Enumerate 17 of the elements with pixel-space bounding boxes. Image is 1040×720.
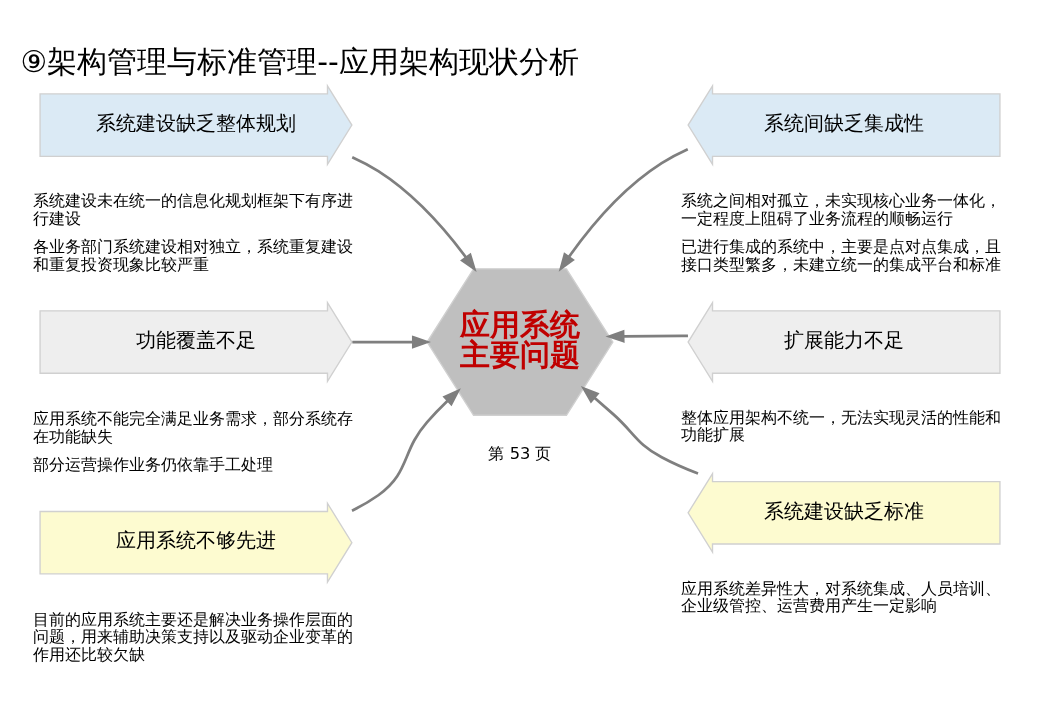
node-label: 已进行集成的系统中，主要是点对点集成，且接口类型繁多，未建立统一的集成平台和标准 (681, 237, 1002, 274)
arrow (605, 329, 688, 343)
arrow (580, 385, 699, 475)
arrow (351, 156, 477, 272)
node-label: 目前的应用系统主要还是解决业务操作层面的问题，用来辅助决策支持以及驱动企业变革的作用还比较欠缺 (33, 609, 354, 665)
diagram-title: ⑨架构管理与标准管理--应用架构现状分析 (20, 43, 579, 79)
node-label: 系统之间相对孤立，未实现核心业务一体化，一定程度上阻碍了业务流程的顺畅运行 (681, 190, 1002, 228)
label: 第 53 页 (488, 443, 552, 463)
arrow (351, 388, 461, 512)
node-label: 系统建设未在统一的信息化规划框架下有序进行建设 (33, 190, 354, 228)
arrow (558, 147, 689, 272)
node-label: 各业务部门系统建设相对独立，系统重复建设和重复投资现象比较严重 (33, 237, 354, 274)
node-label: 整体应用架构不统一，无法实现灵活的性能和功能扩展 (681, 407, 1002, 445)
arrow (352, 335, 431, 349)
node-label: 应用系统不能完全满足业务需求，部分系统存在功能缺失 (33, 409, 354, 446)
node-label: 部分运营操作业务仍依靠手工处理 (33, 455, 274, 475)
node-label: 应用系统差异性大，对系统集成、人员培训、企业级管控、运营费用产生一定影响 (681, 578, 1002, 616)
